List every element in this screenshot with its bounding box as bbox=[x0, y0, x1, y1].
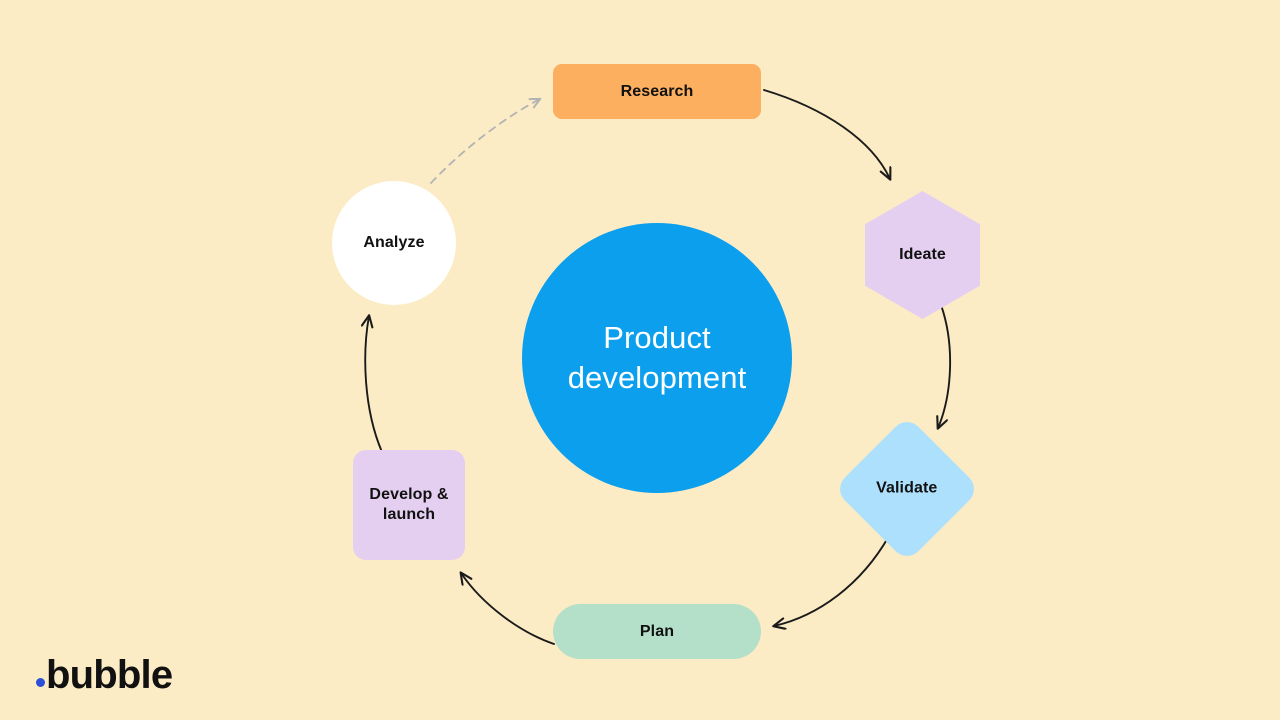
bubble-logo-dot-icon bbox=[36, 678, 45, 687]
arrow-develop-to-analyze bbox=[365, 316, 383, 453]
node-ideate-label: Ideate bbox=[899, 246, 946, 263]
bubble-logo-wordmark: bubble bbox=[46, 653, 173, 697]
arrow-plan-to-develop bbox=[461, 573, 555, 645]
node-plan-label: Plan bbox=[639, 622, 675, 640]
node-validate-label: Validate bbox=[876, 480, 938, 497]
node-analyze[interactable]: Analyze bbox=[332, 181, 456, 305]
node-analyze-label: Analyze bbox=[363, 234, 425, 251]
node-develop-and-launch-label: Develop & launch bbox=[369, 486, 449, 523]
arrow-research-to-ideate bbox=[763, 89, 890, 179]
node-develop-and-launch[interactable]: Develop & launch bbox=[353, 450, 465, 560]
arrow-validate-to-plan bbox=[774, 535, 890, 626]
center-node-product-development[interactable]: Product development bbox=[522, 223, 792, 493]
node-research-label: Research bbox=[620, 82, 694, 100]
center-node-label: Product development bbox=[567, 319, 747, 395]
arrow-analyze-to-research bbox=[430, 97, 542, 184]
arrow-ideate-to-validate bbox=[938, 304, 952, 428]
node-plan[interactable]: Plan bbox=[553, 604, 761, 659]
bubble-logo: bubble bbox=[36, 650, 173, 697]
node-research[interactable]: Research bbox=[553, 64, 761, 119]
